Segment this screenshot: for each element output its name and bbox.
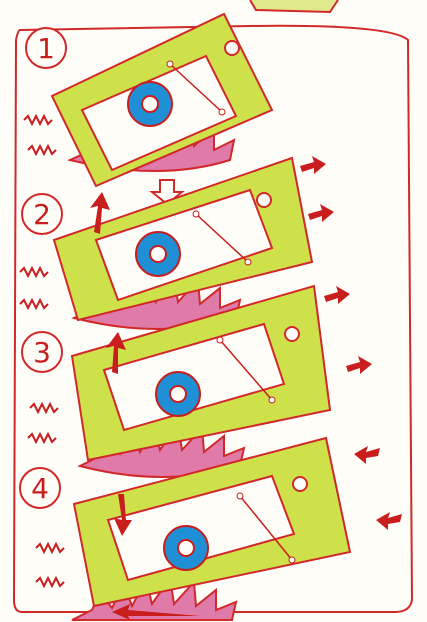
spring-icon <box>23 115 53 125</box>
step-4-badge <box>19 467 61 509</box>
step-4-number: 4 <box>31 472 49 505</box>
red-arrow-icon <box>376 512 402 530</box>
pivot-hole <box>224 40 240 56</box>
plate-window <box>94 188 274 302</box>
red-arrow-icon <box>308 204 334 222</box>
red-arrow-icon <box>354 446 380 464</box>
spring-icon <box>27 433 57 443</box>
step-3-badge <box>21 331 63 373</box>
spring-icon <box>35 543 65 553</box>
top-label-box <box>249 0 339 14</box>
plate-window <box>102 322 286 432</box>
step-1-badge <box>25 27 67 69</box>
spring-icon <box>19 267 49 277</box>
step-2-number: 2 <box>33 198 51 231</box>
step-3-number: 3 <box>33 336 51 369</box>
pivot-hole <box>284 326 300 342</box>
pivot-hole <box>256 192 272 208</box>
red-arrow-icon <box>106 332 126 374</box>
red-arrow-icon <box>112 604 200 620</box>
step-2-badge <box>21 193 63 235</box>
spring-icon <box>19 299 49 309</box>
red-arrow-icon <box>300 156 326 174</box>
outer-frame <box>12 24 414 613</box>
step-1-number: 1 <box>37 32 55 65</box>
red-arrow-icon <box>346 356 372 374</box>
step-2: 2 <box>19 156 334 330</box>
step-4: 4 <box>19 436 402 621</box>
red-arrow-icon <box>90 192 110 234</box>
pivot-hole <box>292 476 308 492</box>
step-1: 1 <box>23 12 274 188</box>
red-arrow-icon <box>114 494 132 536</box>
plate-window <box>106 474 296 582</box>
spring-icon <box>27 145 57 155</box>
step-3: 3 <box>21 284 372 478</box>
spring-icon <box>35 577 65 587</box>
red-arrow-icon <box>324 286 350 304</box>
spring-icon <box>29 403 59 413</box>
